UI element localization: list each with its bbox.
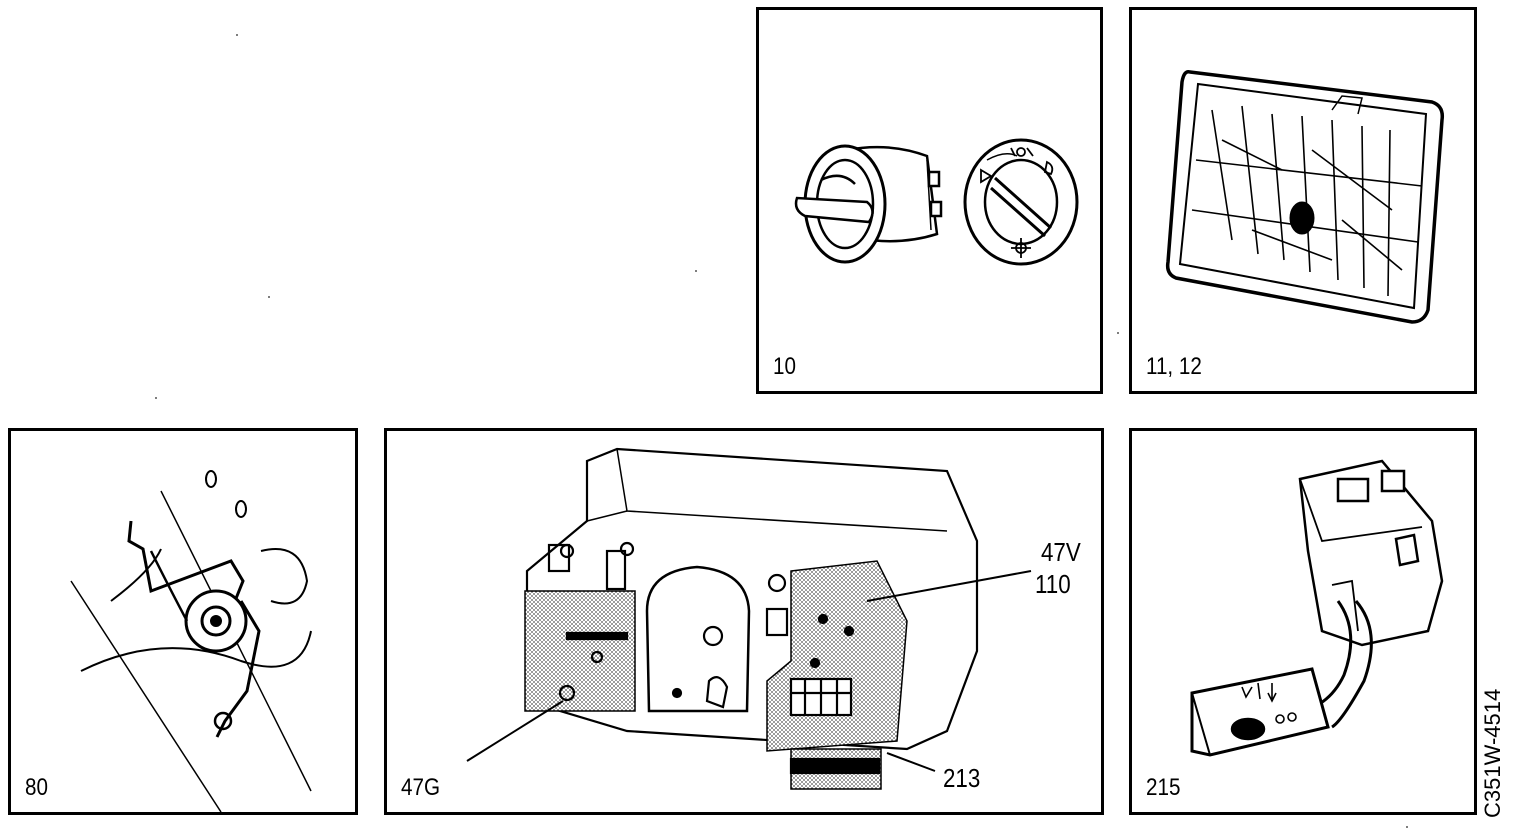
panel-stalk-switch: 215 — [1129, 428, 1477, 815]
panel-label: 215 — [1146, 774, 1181, 801]
callout-213: 213 — [943, 763, 981, 793]
callout-47v: 47V — [1041, 537, 1081, 567]
panel-light-switch: 10 — [756, 7, 1103, 394]
horn-drawing — [70, 470, 312, 812]
scan-speck — [236, 34, 238, 36]
scan-speck — [268, 296, 270, 298]
panel-headlamp: 11, 12 — [1129, 7, 1477, 394]
stalk-switch-drawing — [1190, 459, 1444, 757]
panel-horn: 80 — [8, 428, 358, 815]
figure-code: C351W-4514 — [1480, 688, 1505, 818]
panel-label: 11, 12 — [1146, 353, 1202, 380]
scan-speck — [155, 397, 157, 399]
headlamp-drawing — [1165, 69, 1445, 324]
callout-110: 110 — [1035, 569, 1071, 599]
instrument-cluster-drawing — [466, 447, 1032, 790]
panel-label: 47G — [401, 774, 441, 801]
scan-speck — [1117, 332, 1119, 334]
panel-instrument-cluster: 47V 110 213 47G — [384, 428, 1104, 815]
light-switch-drawing — [794, 138, 1079, 266]
scan-speck — [695, 270, 697, 272]
scan-speck — [1406, 826, 1408, 828]
panel-label: 80 — [25, 774, 48, 801]
panel-label: 10 — [773, 353, 796, 380]
